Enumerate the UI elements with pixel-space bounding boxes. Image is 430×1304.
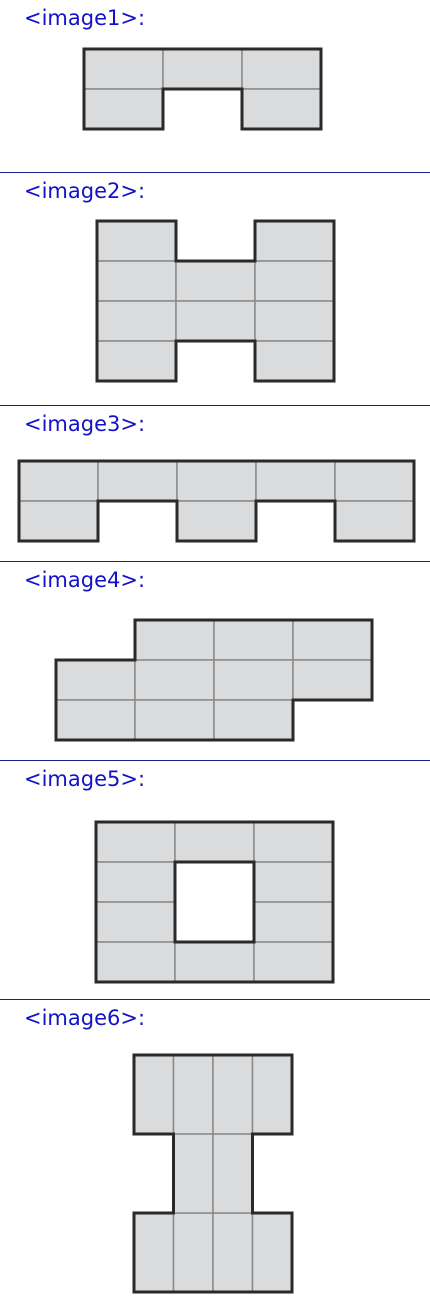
grid-cell <box>97 460 178 502</box>
panel-label: <image4>: <box>24 568 146 592</box>
grid-cell <box>18 500 99 542</box>
grid-cell <box>176 500 257 542</box>
grid-cell <box>95 861 176 903</box>
grid-cell <box>212 1133 254 1214</box>
grid-cell <box>96 300 177 342</box>
grid-cell <box>241 48 322 90</box>
grid-cell <box>174 821 255 863</box>
grid-cell <box>96 220 177 262</box>
grid-cell <box>134 659 215 701</box>
grid-cell <box>213 699 294 741</box>
grid-cell <box>172 1054 214 1135</box>
grid-cell <box>241 88 322 130</box>
grid-cell <box>212 1054 254 1135</box>
panel-label: <image6>: <box>24 1006 146 1030</box>
grid-cell <box>175 260 256 302</box>
grid-cell <box>253 941 334 983</box>
grid-cell <box>255 460 336 502</box>
grid-cell <box>134 699 215 741</box>
grid-cell <box>133 1054 175 1135</box>
panel-label: <image3>: <box>24 412 146 436</box>
panel-label: <image5>: <box>24 767 146 791</box>
grid-cell <box>172 1133 214 1214</box>
grid-cell <box>292 659 373 701</box>
grid-cell <box>55 659 136 701</box>
grid-cell <box>253 861 334 903</box>
grid-cell <box>162 48 243 90</box>
hole <box>175 862 254 942</box>
grid-cell <box>134 619 215 661</box>
shape-figure-5 <box>94 820 335 984</box>
panel-image2: <image2>: <box>0 173 430 406</box>
grid-cell <box>253 821 334 863</box>
grid-cell <box>254 300 335 342</box>
grid-cell <box>96 340 177 382</box>
grid-cell <box>292 619 373 661</box>
grid-cell <box>254 340 335 382</box>
grid-cell <box>176 460 257 502</box>
shape-figure-3 <box>17 459 416 543</box>
shape-figure-6 <box>132 1053 294 1294</box>
panel-label: <image2>: <box>24 179 146 203</box>
grid-cell <box>18 460 99 502</box>
grid-cell <box>55 699 136 741</box>
grid-cell <box>251 1212 293 1293</box>
grid-cell <box>334 460 415 502</box>
grid-cell <box>253 901 334 943</box>
grid-cell <box>213 659 294 701</box>
grid-cell <box>251 1054 293 1135</box>
shape-figure-2 <box>95 219 336 383</box>
panel-image1: <image1>: <box>0 0 430 173</box>
panel-image3: <image3>: <box>0 406 430 562</box>
grid-cell <box>95 941 176 983</box>
grid-cell <box>83 48 164 90</box>
grid-cell <box>254 220 335 262</box>
grid-cell <box>172 1212 214 1293</box>
grid-cell <box>174 941 255 983</box>
grid-cell <box>213 619 294 661</box>
grid-cell <box>175 300 256 342</box>
grid-cell <box>95 901 176 943</box>
grid-cell <box>334 500 415 542</box>
grid-cell <box>212 1212 254 1293</box>
grid-cell <box>133 1212 175 1293</box>
panel-label: <image1>: <box>24 6 146 30</box>
panel-image6: <image6>: <box>0 1000 430 1304</box>
panel-image5: <image5>: <box>0 761 430 1000</box>
shape-figure-1 <box>82 47 323 131</box>
grid-cell <box>96 260 177 302</box>
grid-cell <box>83 88 164 130</box>
panel-image4: <image4>: <box>0 562 430 761</box>
shape-figure-4 <box>54 618 374 742</box>
grid-cell <box>254 260 335 302</box>
grid-cell <box>95 821 176 863</box>
